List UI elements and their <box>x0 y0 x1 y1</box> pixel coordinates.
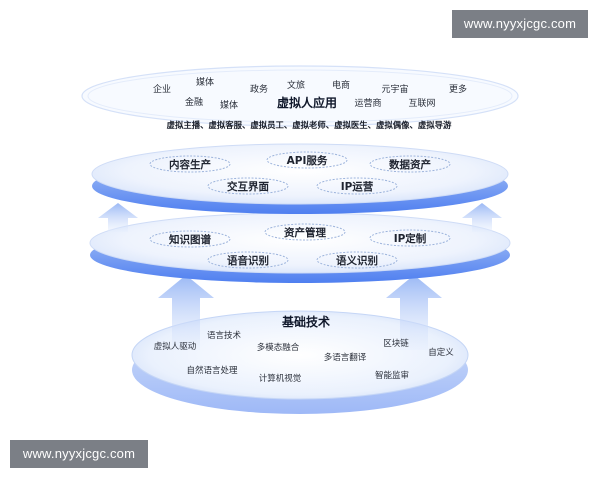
industry-label: 企业 <box>153 83 171 95</box>
arrows-upper <box>98 203 502 232</box>
layer-item-label: 交互界面 <box>227 180 269 193</box>
layer-item-label: IP运营 <box>341 180 374 193</box>
industry-label: 电商 <box>332 79 350 91</box>
industry-label: 文旅 <box>287 79 305 91</box>
top-layer-inner-ring <box>87 69 513 123</box>
industry-label: 元宇宙 <box>381 83 408 95</box>
middle-layer-1-top <box>91 143 509 205</box>
arrows-lower <box>158 275 442 350</box>
middle-layer-2-pills <box>149 223 451 269</box>
pill-outline <box>369 155 451 173</box>
arrow-up-icon <box>462 203 502 232</box>
top-layer <box>81 65 519 127</box>
base-layer-top <box>131 310 469 400</box>
technology-label: 计算机视觉 <box>259 373 302 384</box>
industry-label: 金融 <box>185 96 203 108</box>
layer-item-label: 资产管理 <box>284 226 326 239</box>
pill-outline <box>149 155 231 173</box>
technology-label: 多语言翻译 <box>324 352 367 363</box>
industry-label: 媒体 <box>220 99 238 111</box>
industry-label: 媒体 <box>196 76 214 88</box>
pill-outline <box>316 177 398 195</box>
pill-outline <box>266 151 348 169</box>
top-layer-disc <box>81 65 519 127</box>
pill-outline <box>149 230 231 248</box>
middle-layer-1-labels: 内容生产 API服务 数据资产 交互界面 IP运营 <box>169 154 431 193</box>
application-list: 虚拟主播、虚拟客服、虚拟员工、虚拟老师、虚拟医生、虚拟偶像、虚拟导游 <box>167 120 452 130</box>
technology-label: 智能监审 <box>375 370 409 381</box>
middle-layer-2-top <box>89 212 511 274</box>
pill-outline <box>207 251 289 269</box>
pill-outline <box>207 177 289 195</box>
layer-item-label: 语义识别 <box>336 254 378 267</box>
arrow-up-icon <box>158 275 214 350</box>
technology-label: 虚拟人驱动 <box>154 341 197 352</box>
technology-label: 多模态融合 <box>257 342 300 353</box>
middle-layer-2 <box>89 212 511 283</box>
technology-label: 自然语言处理 <box>186 365 238 376</box>
layer-item-label: 内容生产 <box>169 158 211 171</box>
arrow-up-icon <box>386 275 442 350</box>
watermark-top: www.nyyxjcgc.com <box>452 10 588 38</box>
industry-label: 更多 <box>449 83 467 95</box>
base-layer-title: 基础技术 <box>281 314 330 329</box>
technology-label: 自定义 <box>428 347 454 358</box>
layer-item-label: 语音识别 <box>227 254 269 267</box>
base-layer <box>131 310 469 414</box>
layer-item-label: API服务 <box>287 154 328 167</box>
industry-label: 政务 <box>250 83 268 95</box>
pill-outline <box>369 229 451 247</box>
technology-label: 语言技术 <box>207 330 242 341</box>
top-layer-industries: 企业 媒体 政务 文旅 电商 元宇宙 更多 金融 媒体 运营商 互联网 <box>153 76 467 111</box>
middle-layer-2-labels: 知识图谱 资产管理 IP定制 语音识别 语义识别 <box>169 226 426 267</box>
industry-label: 互联网 <box>408 98 435 109</box>
technology-label: 区块链 <box>383 338 409 349</box>
middle-layer-1-pills <box>149 151 451 195</box>
watermark-bottom: www.nyyxjcgc.com <box>10 440 148 468</box>
arrow-up-icon <box>98 203 138 232</box>
layer-item-label: IP定制 <box>394 232 427 245</box>
industry-label: 运营商 <box>354 97 381 109</box>
layer-item-label: 数据资产 <box>388 158 431 171</box>
top-layer-title: 虚拟人应用 <box>277 95 337 110</box>
pill-outline <box>264 223 346 241</box>
pill-outline <box>316 251 398 269</box>
layer-item-label: 知识图谱 <box>169 233 211 246</box>
base-layer-labels: 语言技术 区块链 虚拟人驱动 多模态融合 多语言翻译 自定义 自然语言处理 计算… <box>154 330 455 384</box>
